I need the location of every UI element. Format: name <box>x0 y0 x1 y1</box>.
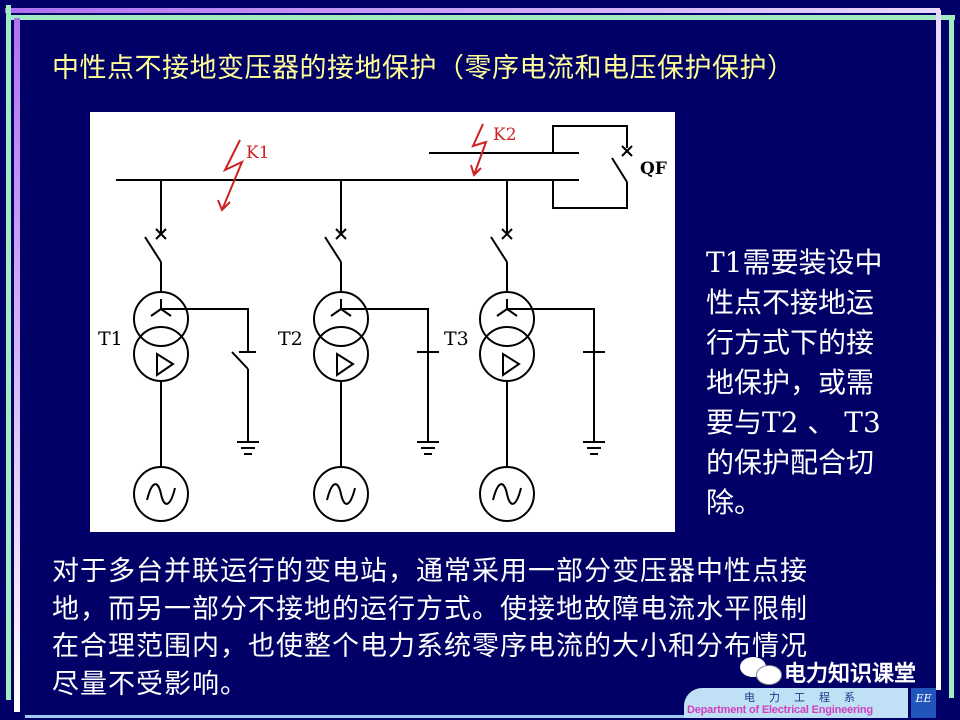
border-bottom <box>25 715 684 718</box>
generator <box>133 466 189 522</box>
qf-switch-blade <box>611 157 628 183</box>
star-symbol <box>150 299 172 317</box>
transformer-label: T2 <box>278 328 303 350</box>
delta-symbol <box>336 352 355 377</box>
disconnector-x-mark <box>335 228 347 240</box>
qf-x-mark <box>621 145 633 157</box>
ground-icon <box>237 441 259 455</box>
ground-icon <box>583 441 605 455</box>
ac-wave-icon <box>146 483 176 505</box>
fault-label-k1: K1 <box>246 143 270 163</box>
paragraph-line: 在合理范围内，也使整个电力系统零序电流的大小和分布情况 <box>52 631 808 662</box>
generator <box>313 466 369 522</box>
transformer-label: T3 <box>444 328 469 350</box>
disconnector-x-mark <box>501 228 513 240</box>
border-left-purple <box>14 18 20 712</box>
star-symbol <box>496 299 518 317</box>
paragraph-line: 地，而另一部分不接地的运行方式。使接地故障电流水平限制 <box>52 593 808 625</box>
border-right-green <box>949 18 954 698</box>
side-line: T1需要装设中 <box>706 246 883 279</box>
feeder-3: T3 <box>444 180 605 522</box>
border-left-green <box>6 5 11 700</box>
paragraph-line: 尽量不受影响。 <box>52 668 248 700</box>
generator <box>479 466 535 522</box>
side-line: 性点不接地运 <box>706 286 875 319</box>
delta-symbol <box>502 352 521 377</box>
star-symbol <box>330 299 352 317</box>
fault-k1 <box>217 139 244 212</box>
switch-blade <box>144 236 162 263</box>
ac-wave-icon <box>492 483 522 505</box>
feeder-1: T1 <box>98 180 259 522</box>
ac-wave-icon <box>326 483 356 505</box>
transformer-winding-star <box>479 291 535 347</box>
ee-logo: EE <box>911 688 936 718</box>
side-note: T1需要装设中 性点不接地运 行方式下的接 地保护，或需 要与T2 、 T3 的… <box>706 243 906 523</box>
department-banner: 电力工程系 Department of Electrical Engineeri… <box>684 688 908 718</box>
neutral-line <box>507 308 595 352</box>
feeder-2: T2 <box>278 180 439 522</box>
qf-loop <box>552 125 628 153</box>
watermark-text: 电力知识课堂 <box>784 662 917 687</box>
border-top-purple <box>5 8 940 13</box>
side-line: 行方式下的接 <box>706 326 875 359</box>
department-cn: 电力工程系 <box>744 691 869 704</box>
transformer-winding-star <box>133 291 189 347</box>
fault-k2 <box>470 123 488 177</box>
qf-loop-bottom <box>552 180 628 209</box>
neutral-line <box>161 308 249 352</box>
body-paragraph: 对于多台并联运行的变电站，通常采用一部分变压器中性点接 地，而另一部分不接地的运… <box>52 553 922 703</box>
transformer-label: T1 <box>98 328 123 350</box>
disconnector-x-mark <box>155 228 167 240</box>
side-line: 除。 <box>706 486 763 519</box>
transformer-winding-star <box>313 291 369 347</box>
border-top-green <box>10 15 955 20</box>
side-line: 地保护，或需 <box>706 366 875 399</box>
neutral-line <box>341 308 429 352</box>
border-right-purple <box>936 10 941 690</box>
paragraph-line: 对于多台并联运行的变电站，通常采用一部分变压器中性点接 <box>52 556 808 587</box>
side-line: 的保护配合切 <box>706 446 875 479</box>
delta-symbol <box>156 352 175 377</box>
qf-label: QF <box>640 159 667 179</box>
switch-blade <box>324 236 342 263</box>
circuit-diagram: QF K1 K2 T1 T2 T3 <box>90 112 675 532</box>
side-line: 要与T2 、 T3 <box>706 406 881 439</box>
ground-icon <box>417 441 439 455</box>
watermark: 电力知识课堂 <box>740 657 916 687</box>
fault-label-k2: K2 <box>493 125 517 145</box>
neutral-switch-open <box>231 351 249 370</box>
department-en: Department of Electrical Engineering <box>687 704 873 716</box>
switch-blade <box>490 236 508 263</box>
slide-title: 中性点不接地变压器的接地保护（零序电流和电压保护保护） <box>52 53 795 84</box>
wechat-icon <box>740 657 784 687</box>
